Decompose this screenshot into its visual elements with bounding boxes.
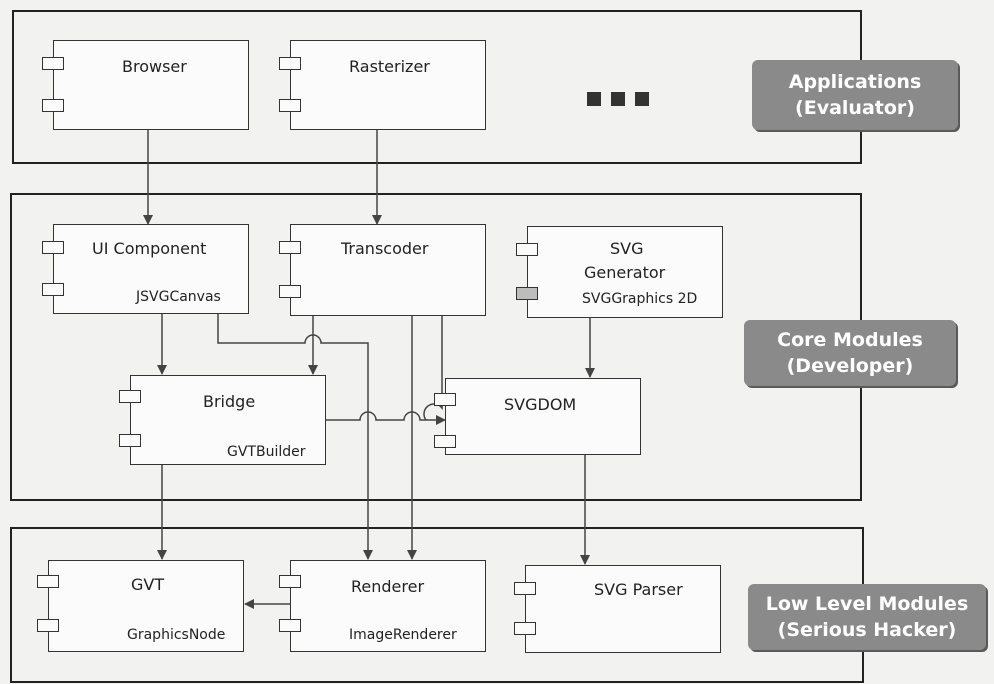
low-level-label-line1: Low Level Modules — [748, 591, 986, 617]
svgdom-name: SVGDOM — [504, 395, 576, 414]
component-port-icon — [514, 622, 536, 635]
renderer-component: Renderer ImageRenderer — [290, 560, 486, 652]
rasterizer-component: Rasterizer — [290, 40, 486, 130]
svg-generator-name-line2: Generator — [584, 263, 665, 282]
component-port-icon — [42, 241, 64, 254]
component-port-icon — [514, 582, 536, 595]
transcoder-name: Transcoder — [341, 239, 428, 258]
component-port-icon — [434, 435, 456, 448]
gvt-subclass: GraphicsNode — [127, 627, 225, 643]
component-port-icon — [279, 285, 301, 298]
gvt-component: GVT GraphicsNode — [48, 560, 244, 652]
gvt-name: GVT — [131, 575, 164, 594]
core-modules-label-line2: (Developer) — [744, 353, 956, 379]
applications-label-line1: Applications — [752, 69, 958, 95]
low-level-label-line2: (Serious Hacker) — [748, 617, 986, 643]
renderer-subclass: ImageRenderer — [349, 627, 457, 643]
component-port-icon — [279, 99, 301, 112]
component-port-icon — [37, 575, 59, 588]
bridge-name: Bridge — [203, 392, 255, 411]
low-level-modules-layer-label: Low Level Modules (Serious Hacker) — [748, 584, 986, 650]
svg-generator-subclass: SVGGraphics 2D — [582, 291, 697, 307]
component-port-icon — [279, 241, 301, 254]
component-port-icon — [119, 434, 141, 447]
component-port-icon — [279, 57, 301, 70]
core-modules-layer-label: Core Modules (Developer) — [744, 320, 956, 386]
component-port-icon — [434, 393, 456, 406]
svgdom-component: SVGDOM — [445, 378, 641, 455]
core-modules-label-line1: Core Modules — [744, 327, 956, 353]
svg-parser-component: SVG Parser — [525, 565, 721, 653]
component-port-icon — [42, 283, 64, 296]
renderer-name: Renderer — [351, 577, 424, 596]
component-port-icon — [42, 99, 64, 112]
component-port-icon — [119, 390, 141, 403]
applications-label-line2: (Evaluator) — [752, 95, 958, 121]
component-port-icon — [279, 575, 301, 588]
ui-component-component: UI Component JSVGCanvas — [53, 224, 249, 314]
svg-parser-name: SVG Parser — [594, 580, 683, 599]
bridge-subclass: GVTBuilder — [227, 444, 306, 460]
bridge-component: Bridge GVTBuilder — [130, 375, 326, 465]
browser-name: Browser — [122, 57, 187, 76]
rasterizer-name: Rasterizer — [349, 57, 430, 76]
transcoder-component: Transcoder — [290, 224, 486, 316]
browser-component: Browser — [53, 40, 249, 130]
ui-component-name: UI Component — [92, 239, 206, 258]
svg-generator-name-line1: SVG — [610, 239, 644, 258]
component-port-icon — [42, 57, 64, 70]
svg-generator-component: SVG Generator SVGGraphics 2D — [527, 226, 723, 318]
component-port-icon — [279, 619, 301, 632]
component-port-icon — [516, 287, 538, 300]
ui-component-subclass: JSVGCanvas — [136, 289, 221, 305]
component-port-icon — [37, 619, 59, 632]
component-port-icon — [516, 243, 538, 256]
arrow-bridge-to-svgdom — [326, 412, 445, 420]
applications-layer-label: Applications (Evaluator) — [752, 60, 958, 130]
ellipsis-more-applications-icon — [587, 92, 649, 106]
